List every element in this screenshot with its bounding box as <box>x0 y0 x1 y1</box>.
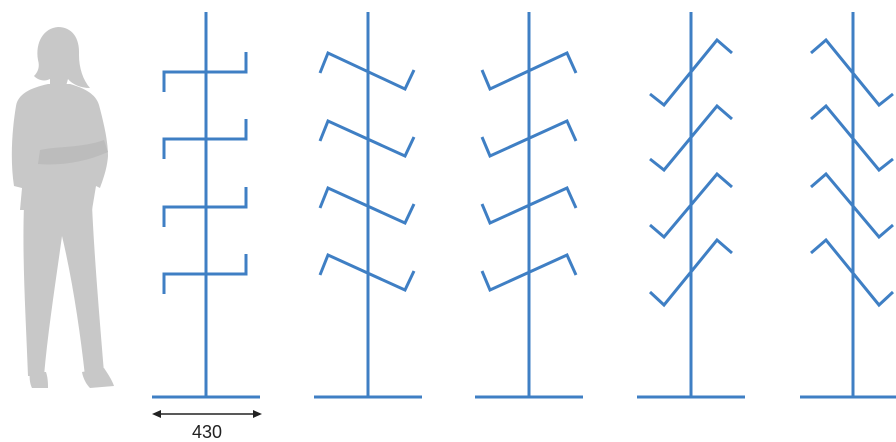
hook-arm <box>162 119 248 159</box>
chevron-arm <box>810 37 894 108</box>
rack-chevron-down-arms <box>800 12 896 399</box>
hook-arm <box>162 52 248 92</box>
chevron-arm <box>648 237 733 308</box>
rack-hook-arms <box>152 12 260 399</box>
chevron-arm <box>649 171 733 240</box>
tilted-arm <box>318 185 416 225</box>
hook-arm <box>162 187 248 227</box>
tilted-arm <box>318 252 416 292</box>
tilted-arm <box>480 50 578 92</box>
chevron-arm <box>649 103 733 173</box>
tilted-arm <box>480 119 578 159</box>
chevron-arm <box>810 171 894 240</box>
tilted-arm <box>480 253 578 293</box>
rack-chevron-up-arms <box>637 12 745 399</box>
arrow-right-icon <box>253 410 262 418</box>
tilted-arm <box>318 118 416 158</box>
chevron-arm <box>810 103 894 173</box>
rack-tilt-down-arms <box>314 12 422 399</box>
chevron-arm <box>649 37 733 108</box>
dimension-label: 430 <box>192 422 222 442</box>
tilted-arm <box>480 186 578 226</box>
arrow-left-icon <box>152 410 161 418</box>
chevron-arm <box>810 237 895 308</box>
rack-tilt-up-arms <box>475 12 583 399</box>
hook-arm <box>162 254 248 294</box>
person-silhouette-icon <box>11 27 114 388</box>
width-dimension: 430 <box>152 410 262 442</box>
tilted-arm <box>318 50 416 91</box>
